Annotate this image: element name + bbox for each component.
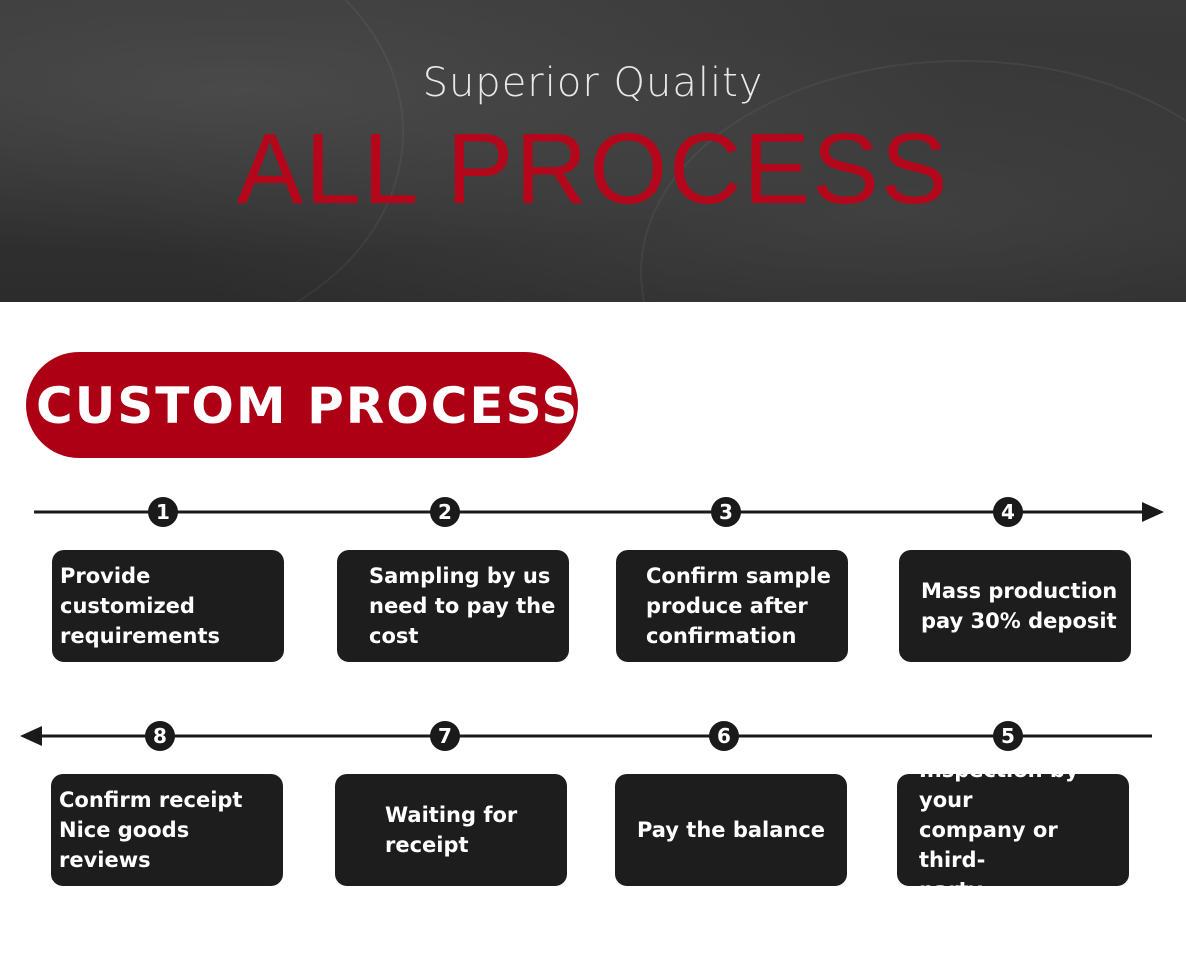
step-text-4: Mass production pay 30% deposit [921,579,1118,633]
step-text-2: Sampling by us need to pay the cost [369,564,556,648]
step-number-7: 7 [430,721,460,751]
hero-banner: Superior Quality ALL PROCESS [0,0,1186,302]
step-card-8: Confirm receipt Nice goods reviews [51,774,283,886]
step-card-2: Sampling by us need to pay the cost [337,550,569,662]
step-card-6: Pay the balance [615,774,847,886]
step-card-3: Confirm sample produce after confirmatio… [616,550,848,662]
arrow-left-icon [20,726,42,746]
step-text-7: Waiting for receipt [385,803,518,857]
step-number-3: 3 [711,497,741,527]
step-number-1: 1 [148,497,178,527]
step-card-4: Mass production pay 30% deposit [899,550,1131,662]
step-number-8: 8 [145,721,175,751]
step-text-6: Pay the balance [636,818,826,842]
step-number-6: 6 [709,721,739,751]
step-text-3: Confirm sample produce after confirmatio… [646,564,831,648]
section-label-pill [26,352,578,458]
arrow-right-icon [1142,502,1164,522]
step-card-7: Waiting for receipt [335,774,567,886]
step-number-4: 4 [993,497,1023,527]
step-text-5: Inspection by your company or third- par… [919,758,1079,902]
step-text-1: Provide customized requirements [60,564,220,648]
section-label: CUSTOM PROCESS: [36,377,602,435]
step-card-1: Provide customized requirements [52,550,284,662]
step-card-5: Inspection by your company or third- par… [897,758,1129,902]
step-number-5: 5 [993,721,1023,751]
hero-subtitle: Superior Quality [422,60,764,106]
step-text-8: Confirm receipt Nice goods reviews [59,788,243,872]
hero-title: ALL PROCESS [236,113,950,225]
step-number-2: 2 [430,497,460,527]
